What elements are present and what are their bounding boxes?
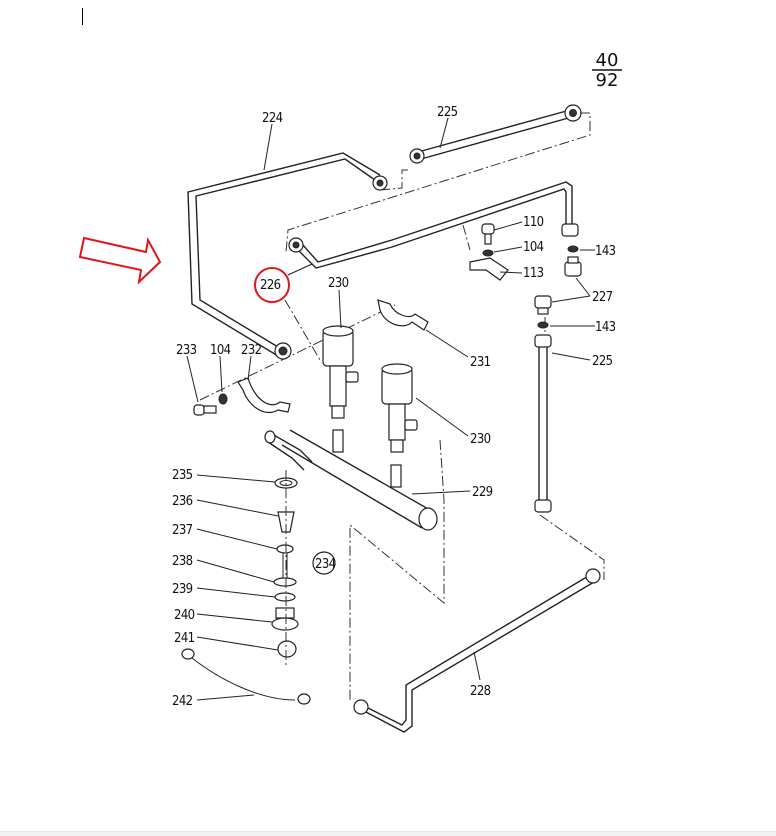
label-238[interactable]: 238	[172, 554, 193, 569]
guide-lines	[199, 112, 605, 700]
label-233[interactable]: 233	[176, 343, 197, 358]
washer-143-top	[567, 245, 579, 253]
part-labels: 224 225 110 104 143 113 227 143 225 226 …	[172, 105, 616, 709]
label-229[interactable]: 229	[472, 485, 493, 500]
label-237[interactable]: 237	[172, 523, 193, 538]
label-236[interactable]: 236	[172, 494, 193, 509]
label-225-right[interactable]: 225	[592, 354, 613, 369]
valve-230-left	[322, 325, 359, 453]
washer-239	[274, 592, 296, 602]
disc-237	[276, 544, 294, 580]
washer-238	[273, 577, 297, 587]
washer-104-left	[218, 393, 228, 405]
label-226[interactable]: 226	[260, 278, 281, 293]
pointer-arrow-icon	[78, 236, 162, 285]
label-104-left[interactable]: 104	[210, 343, 231, 358]
pipe-226	[288, 181, 579, 269]
label-227[interactable]: 227	[592, 290, 613, 305]
fitting-227-bottom	[534, 295, 552, 315]
label-242[interactable]: 242	[172, 694, 193, 709]
manifold-229	[264, 429, 438, 531]
label-239[interactable]: 239	[172, 582, 193, 597]
assembly-234-circle	[312, 551, 336, 575]
cable-242	[181, 648, 311, 705]
highlight-circle-226	[254, 267, 290, 303]
clip-113	[469, 257, 509, 281]
label-110[interactable]: 110	[523, 215, 544, 230]
bolt-110	[481, 223, 495, 245]
label-143-bottom[interactable]: 143	[595, 320, 616, 335]
label-231[interactable]: 231	[470, 355, 491, 370]
washer-143-bottom	[537, 321, 549, 329]
label-235[interactable]: 235	[172, 468, 193, 483]
page-number-total: 92	[596, 70, 619, 91]
label-240[interactable]: 240	[174, 608, 195, 623]
washer-104-right	[482, 249, 494, 257]
insert-236	[277, 511, 295, 533]
pipe-225-top	[409, 104, 582, 164]
pipe-224	[187, 152, 388, 360]
seal-241	[277, 640, 297, 658]
label-241[interactable]: 241	[174, 631, 195, 646]
valve-230-right	[381, 363, 418, 488]
page-number: 40 92	[592, 50, 622, 91]
pipe-228	[353, 568, 601, 733]
label-230-top[interactable]: 230	[328, 276, 349, 291]
clamp-232	[237, 377, 291, 413]
label-104-right[interactable]: 104	[523, 240, 544, 255]
label-225-top[interactable]: 225	[437, 105, 458, 120]
label-143-top[interactable]: 143	[595, 244, 616, 259]
text-cursor	[82, 8, 83, 25]
fitting-227-top	[564, 256, 582, 277]
plug-240	[271, 607, 299, 631]
label-232[interactable]: 232	[241, 343, 262, 358]
label-228[interactable]: 228	[470, 684, 491, 699]
clamp-231	[377, 299, 429, 331]
label-113[interactable]: 113	[523, 266, 544, 281]
window-bottom-edge	[0, 831, 776, 836]
pipe-225-vertical	[534, 334, 552, 513]
leader-lines	[186, 117, 595, 701]
label-224[interactable]: 224	[262, 111, 283, 126]
bolt-233	[193, 404, 217, 416]
label-234[interactable]: 234	[315, 557, 336, 572]
label-230-right[interactable]: 230	[470, 432, 491, 447]
page-number-current: 40	[596, 50, 619, 71]
